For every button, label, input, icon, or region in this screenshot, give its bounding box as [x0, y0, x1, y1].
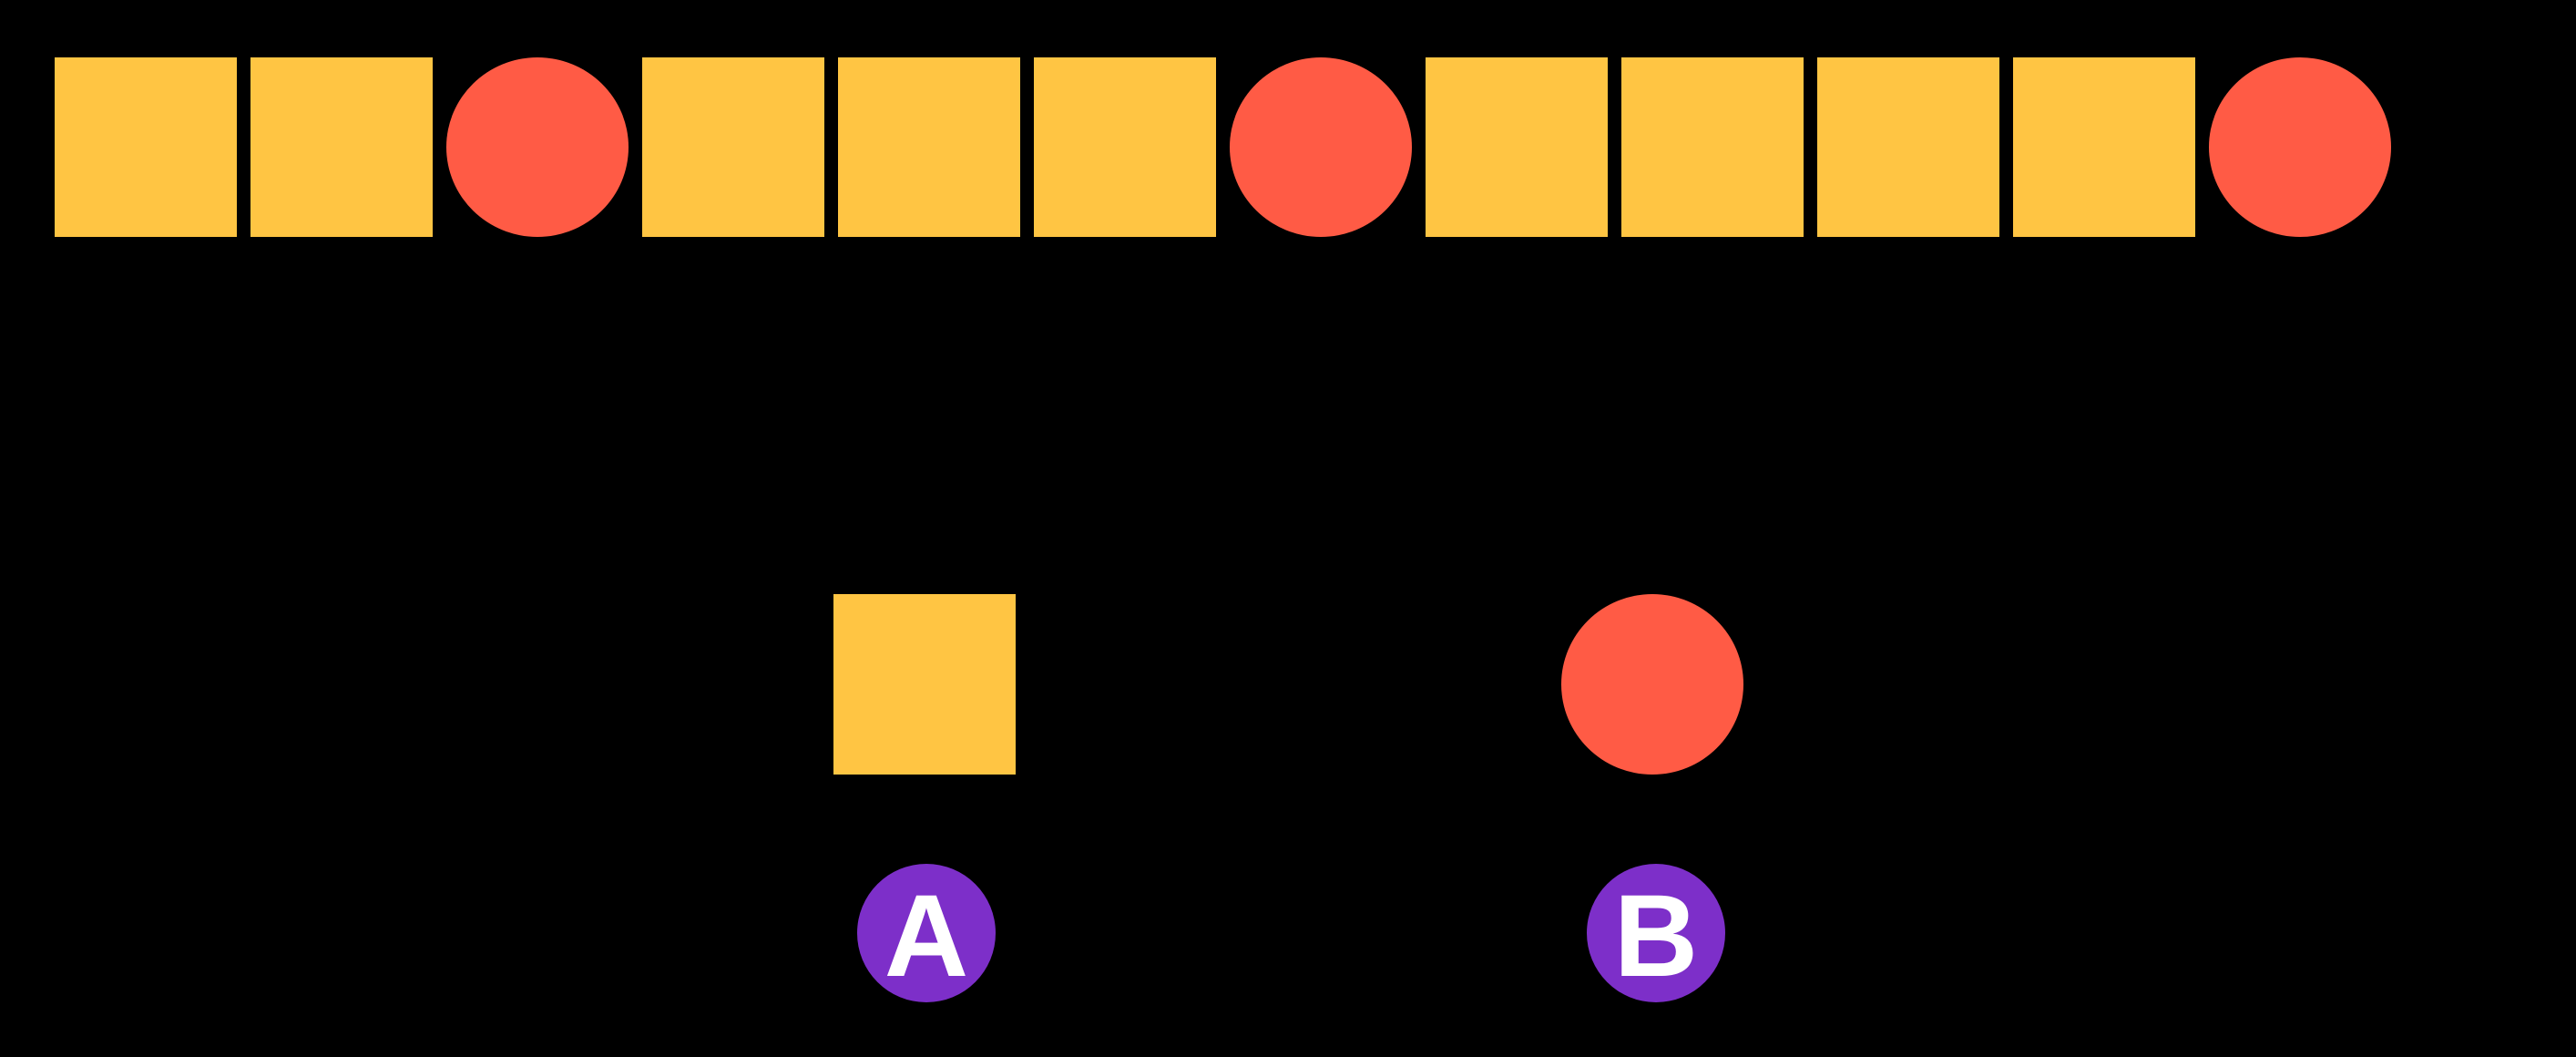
- sequence-square: [1621, 57, 1804, 237]
- option-b-badge[interactable]: B: [1587, 864, 1725, 1002]
- option-b-shape[interactable]: [1561, 594, 1743, 775]
- option-a-shape[interactable]: [833, 594, 1016, 775]
- sequence-square: [1817, 57, 1999, 237]
- sequence-square: [838, 57, 1020, 237]
- option-a-label: A: [884, 871, 969, 1001]
- sequence-square: [1426, 57, 1608, 237]
- sequence-square: [55, 57, 237, 237]
- sequence-circle: [2209, 57, 2391, 237]
- sequence-circle: [446, 57, 629, 237]
- sequence-square: [250, 57, 433, 237]
- sequence-square: [1034, 57, 1216, 237]
- pattern-sequence-row: [55, 57, 2391, 237]
- option-a-badge[interactable]: A: [857, 864, 996, 1002]
- sequence-circle: [1230, 57, 1412, 237]
- sequence-square: [2013, 57, 2195, 237]
- sequence-square: [642, 57, 824, 237]
- option-b-label: B: [1613, 871, 1699, 1001]
